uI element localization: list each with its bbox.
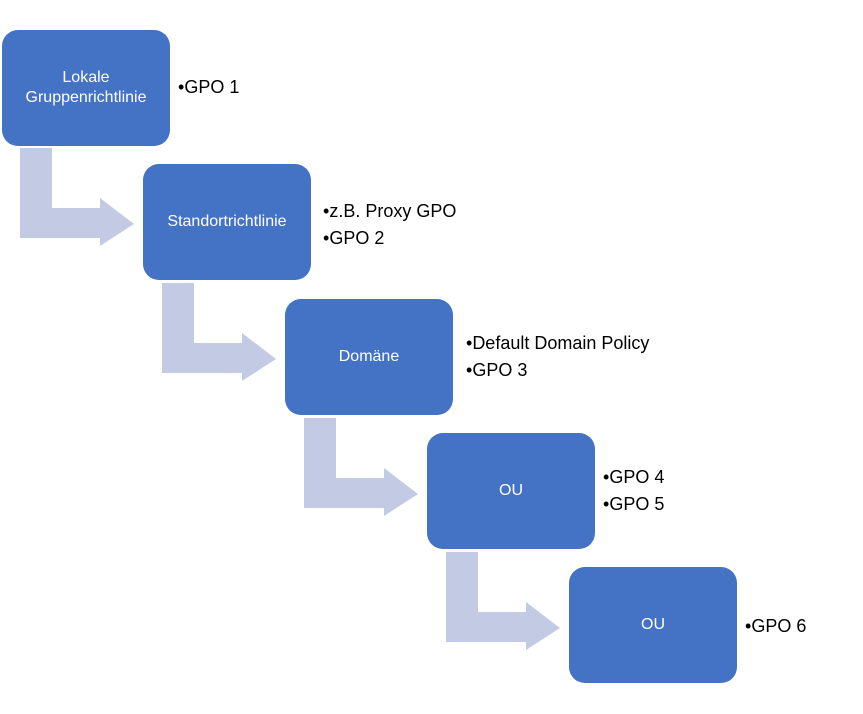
note-item: Default Domain Policy bbox=[466, 330, 649, 357]
level-box-local-policy: Lokale Gruppenrichtlinie bbox=[2, 30, 170, 146]
down-right-arrow-icon bbox=[162, 283, 276, 381]
level-notes: z.B. Proxy GPO GPO 2 bbox=[323, 198, 456, 252]
box-label: OU bbox=[641, 616, 665, 633]
note-item: GPO 1 bbox=[178, 74, 239, 101]
level-box-site-policy: Standortrichtlinie bbox=[143, 164, 311, 280]
down-right-arrow-icon bbox=[20, 148, 134, 246]
level-notes: GPO 6 bbox=[745, 613, 806, 640]
level-notes: GPO 4 GPO 5 bbox=[603, 464, 664, 518]
note-item: GPO 5 bbox=[603, 491, 664, 518]
level-box-domain: Domäne bbox=[285, 299, 453, 415]
level-box-ou: OU bbox=[569, 567, 737, 683]
box-label-line: Gruppenrichtlinie bbox=[25, 89, 147, 106]
box-label: OU bbox=[499, 482, 523, 499]
box-label: Standortrichtlinie bbox=[167, 213, 287, 230]
level-notes: GPO 1 bbox=[178, 74, 239, 101]
note-item: GPO 6 bbox=[745, 613, 806, 640]
box-label: Domäne bbox=[338, 348, 400, 365]
note-item: GPO 4 bbox=[603, 464, 664, 491]
note-item: GPO 2 bbox=[323, 225, 456, 252]
box-label-line: Lokale bbox=[62, 69, 110, 86]
down-right-arrow-icon bbox=[304, 418, 418, 516]
level-box-ou: OU bbox=[427, 433, 595, 549]
note-item: z.B. Proxy GPO bbox=[323, 198, 456, 225]
level-notes: Default Domain Policy GPO 3 bbox=[466, 330, 649, 384]
note-item: GPO 3 bbox=[466, 357, 649, 384]
down-right-arrow-icon bbox=[446, 552, 560, 650]
